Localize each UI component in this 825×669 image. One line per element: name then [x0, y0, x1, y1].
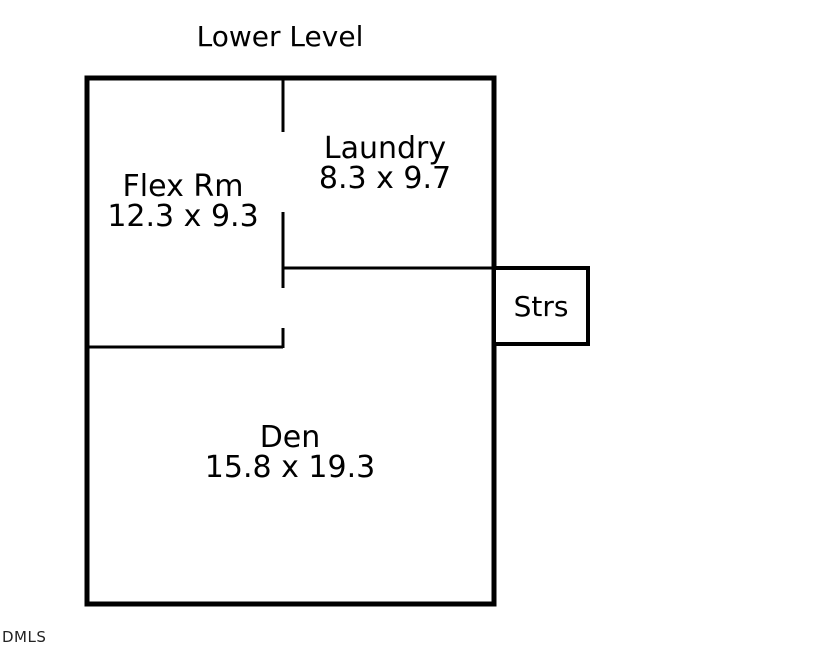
room-laundry: Laundry 8.3 x 9.7 — [300, 134, 470, 194]
room-laundry-size: 8.3 x 9.7 — [318, 161, 452, 196]
room-stairs-label: Strs — [513, 289, 569, 323]
room-laundry-name: Laundry — [323, 131, 447, 166]
room-den: Den 15.8 x 19.3 — [180, 423, 400, 483]
floor-title: Lower Level — [196, 20, 364, 53]
room-flex-name: Flex Rm — [122, 169, 244, 204]
room-flex-size: 12.3 x 9.3 — [107, 199, 259, 234]
room-den-size: 15.8 x 19.3 — [204, 450, 376, 485]
room-den-name: Den — [259, 420, 321, 455]
room-flex: Flex Rm 12.3 x 9.3 — [100, 172, 266, 232]
watermark: DMLS — [2, 628, 47, 646]
